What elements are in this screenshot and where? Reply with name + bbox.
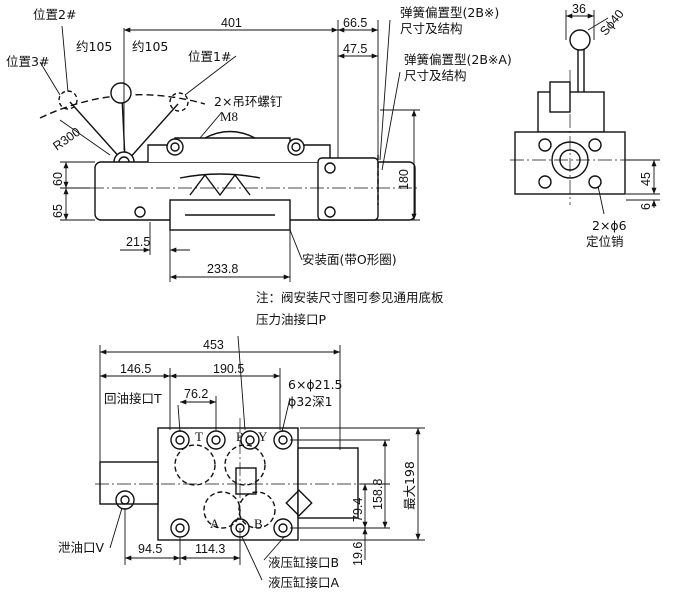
dim-158-8: 158.8 xyxy=(371,478,385,510)
port-Y-label: Y xyxy=(258,429,268,444)
dim-19-6: 19.6 xyxy=(351,541,365,566)
spring-bias-2-line2: 尺寸及结构 xyxy=(404,68,467,83)
spring-bias-1-line2: 尺寸及结构 xyxy=(400,21,463,36)
dim-114-3: 114.3 xyxy=(195,542,226,556)
dim-190-5: 190.5 xyxy=(213,362,245,376)
pos2-label: 位置2# xyxy=(33,7,77,22)
eyebolt-label-2: M8 xyxy=(220,109,239,124)
note-label: 注：阀安装尺寸图可参见通用底板 xyxy=(256,290,444,305)
holes-label-2: ϕ32深1 xyxy=(288,394,333,409)
dim-180: 180 xyxy=(397,169,411,190)
dim-79-4: 79.4 xyxy=(351,497,365,522)
spring-bias-1-line1: 弹簧偏置型(2B※) xyxy=(400,5,500,20)
eyebolt-label-1: 2×吊环螺钉 xyxy=(214,94,283,109)
dim-65: 65 xyxy=(51,204,65,218)
dim-21-5: 21.5 xyxy=(126,235,151,249)
dim-max198: 最大198 xyxy=(402,461,417,510)
return-port-label: 回油接口T xyxy=(104,391,162,406)
holes-label-1: 6×ϕ21.5 xyxy=(288,377,343,392)
dim-453: 453 xyxy=(203,338,224,352)
pin-label-1: 2×ϕ6 xyxy=(592,218,627,233)
front-dimensions xyxy=(39,19,420,282)
plan-dimensions xyxy=(99,335,425,581)
dim-146-5: 146.5 xyxy=(120,362,152,376)
pos1-label: 位置1# xyxy=(188,49,232,64)
port-T-label: T xyxy=(195,429,203,444)
dim-47-5: 47.5 xyxy=(343,42,368,56)
dim-45: 45 xyxy=(639,172,653,186)
dim-76-2: 76.2 xyxy=(184,387,209,401)
pin-label-2: 定位销 xyxy=(586,234,624,249)
pos3-label: 位置3# xyxy=(6,54,50,69)
dim-94-5: 94.5 xyxy=(138,542,163,556)
side-view xyxy=(510,29,635,205)
dim-401: 401 xyxy=(221,16,242,30)
drain-port-label: 泄油口V xyxy=(58,540,105,555)
angle-left-label: 约105 xyxy=(76,39,113,54)
dim-233-8: 233.8 xyxy=(207,262,239,276)
dim-60: 60 xyxy=(51,172,65,186)
cylinder-port-A-label: 液压缸接口A xyxy=(268,575,340,590)
dim-6: 6 xyxy=(639,203,653,210)
plan-view xyxy=(95,418,365,552)
spring-bias-2-line1: 弹簧偏置型(2B※A) xyxy=(404,52,512,67)
port-A-label: A xyxy=(210,516,220,531)
front-view xyxy=(39,82,420,231)
pressure-port-label: 压力油接口P xyxy=(256,312,327,327)
mounting-face-label: 安装面(带O形圈) xyxy=(302,252,397,267)
port-P-label: P xyxy=(236,429,244,444)
dim-66-5: 66.5 xyxy=(343,16,368,30)
side-dimensions xyxy=(565,10,660,215)
angle-right-label: 约105 xyxy=(132,39,169,54)
cylinder-port-B-label: 液压缸接口B xyxy=(268,555,340,570)
port-B-label: B xyxy=(254,516,263,531)
dim-36: 36 xyxy=(572,2,586,16)
